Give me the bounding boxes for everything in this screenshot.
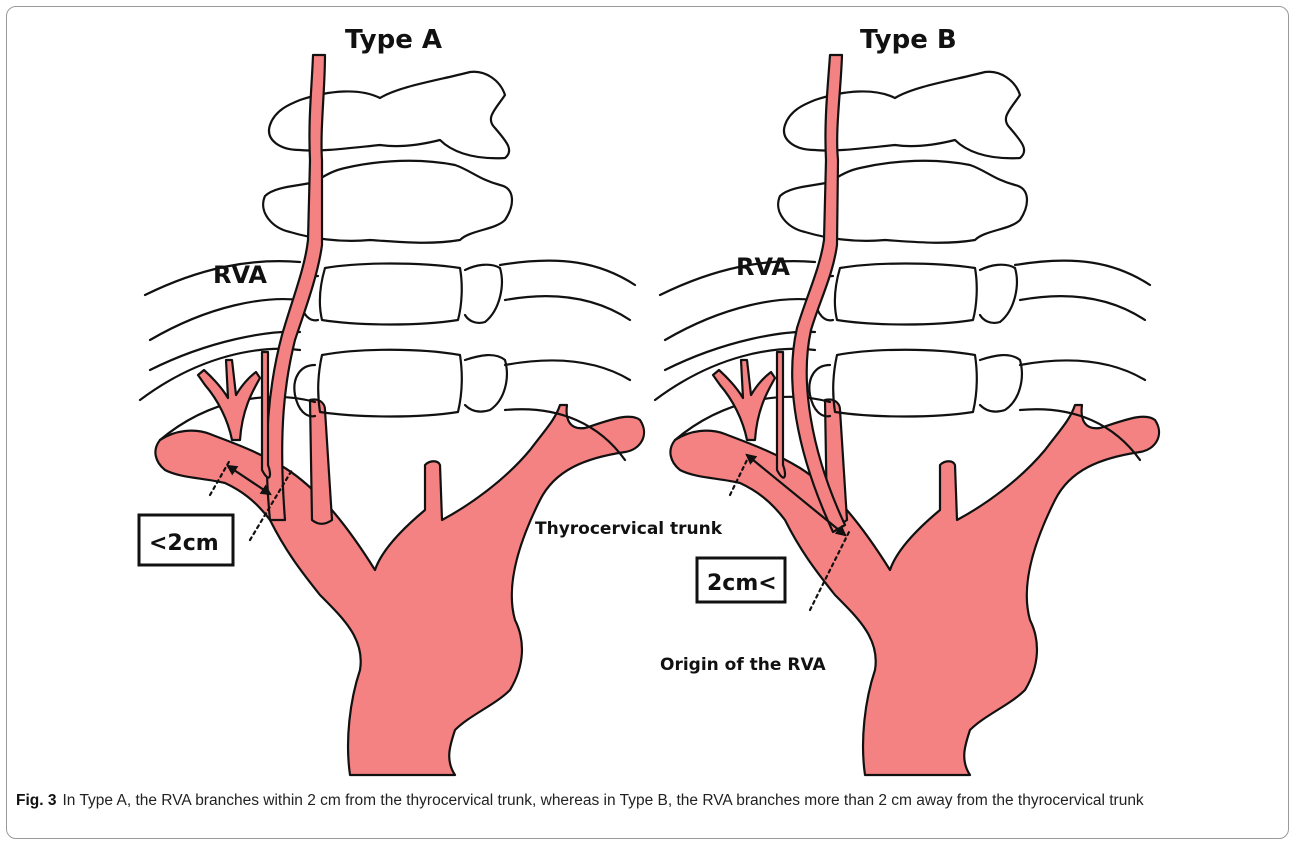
type-b-title: Type B	[860, 25, 957, 55]
thyrocervical-trunk-b	[713, 360, 775, 440]
origin-of-rva-label: Origin of the RVA	[660, 655, 826, 675]
panel-type-b: Type B RVA Thyrocervical trunk 2cm< Orig…	[535, 25, 1159, 775]
figure-number: Fig. 3	[16, 792, 56, 809]
distance-label-a: <2cm	[149, 531, 219, 556]
rva-label-a: RVA	[213, 261, 267, 289]
type-a-title: Type A	[345, 25, 442, 55]
panel-type-a: Type A RVA <2cm	[139, 25, 644, 775]
figure-caption: Fig. 3 In Type A, the RVA branches within…	[16, 790, 1278, 811]
caption-text: In Type A, the RVA branches within 2 cm …	[62, 792, 1143, 809]
thyrocervical-trunk-a	[198, 360, 260, 440]
rva-label-b: RVA	[736, 253, 790, 281]
distance-label-b: 2cm<	[707, 571, 777, 596]
thyrocervical-trunk-label: Thyrocervical trunk	[535, 519, 723, 539]
figure-illustration: Type A RVA <2cm Type B RVA Thyrocervical…	[0, 0, 1295, 780]
